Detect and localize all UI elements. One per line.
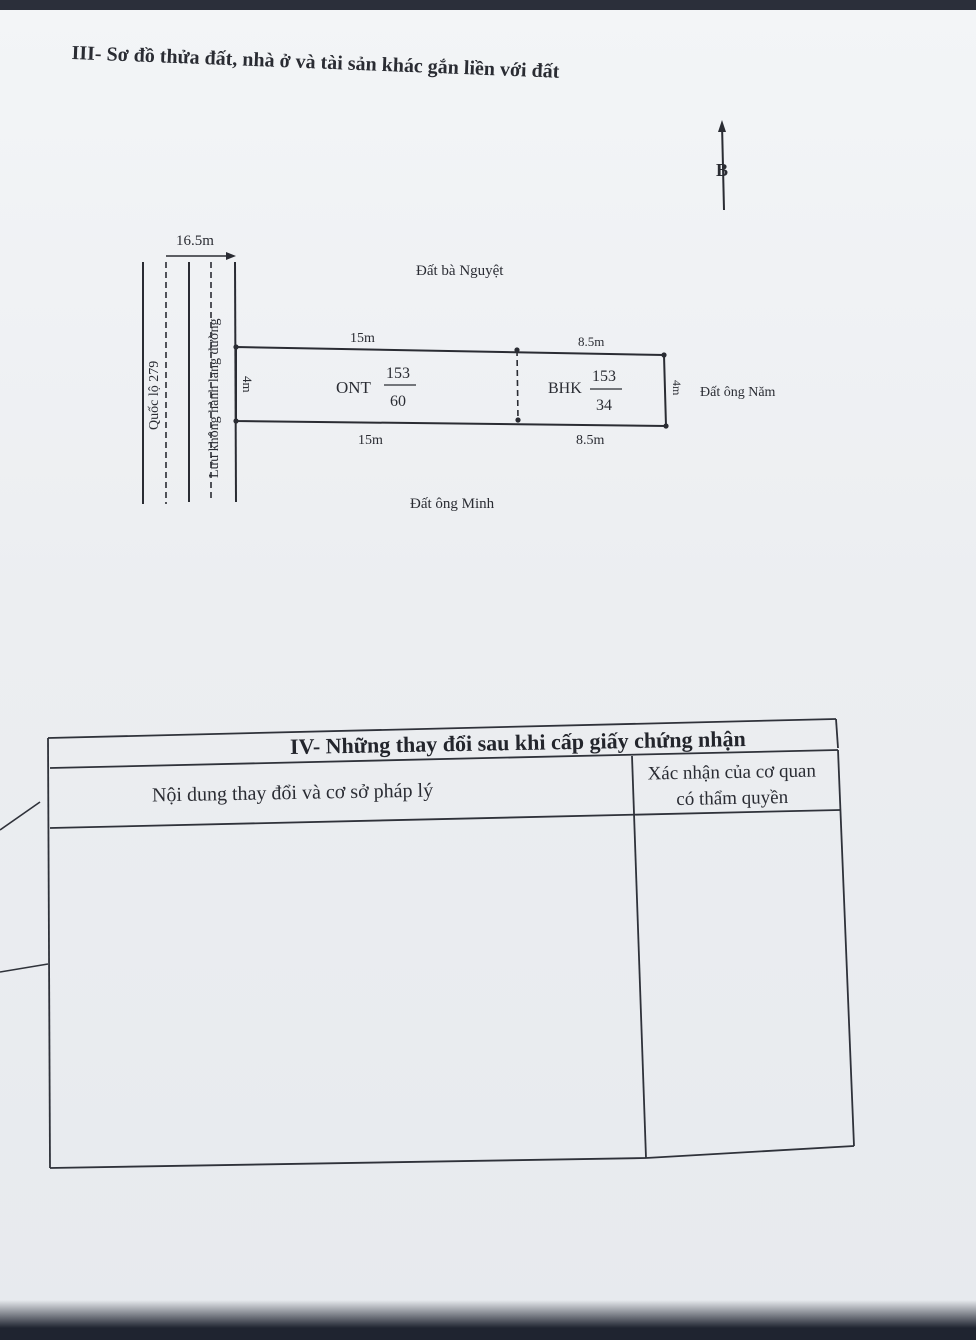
left-width-label: 4m bbox=[240, 376, 255, 393]
parcel-divider-line bbox=[516, 349, 519, 421]
changes-content-cell[interactable] bbox=[52, 830, 632, 1160]
road-label: Quốc lộ 279 bbox=[147, 361, 162, 430]
page-bottom-shadow bbox=[0, 1300, 976, 1340]
north-label: B bbox=[716, 160, 728, 180]
ont-type-label: ONT bbox=[336, 378, 372, 397]
corner-point bbox=[663, 423, 669, 429]
corridor-width-label: 16.5m bbox=[176, 233, 214, 249]
changes-table-grid bbox=[47, 718, 855, 1169]
corner-point bbox=[233, 344, 239, 350]
ont-area: 60 bbox=[390, 393, 406, 410]
neighbor-south-label: Đất ông Minh bbox=[410, 496, 495, 512]
ont-bottom-length: 15m bbox=[358, 433, 383, 448]
north-arrow-icon bbox=[718, 120, 726, 211]
corner-point bbox=[515, 417, 521, 423]
binding-mark bbox=[0, 801, 41, 831]
neighbor-east-label: Đất ông Năm bbox=[700, 385, 776, 400]
binding-mark bbox=[0, 963, 49, 973]
bhk-bottom-length: 8.5m bbox=[576, 433, 605, 448]
column-header-confirmation: Xác nhận của cơ quan có thẩm quyền bbox=[647, 760, 817, 810]
corridor-label: Lưu không hành lang đường bbox=[207, 319, 222, 478]
right-width-label: 4m bbox=[670, 380, 684, 396]
corner-point bbox=[661, 352, 667, 358]
bhk-parcel-number: 153 bbox=[592, 368, 616, 385]
ont-parcel-number: 153 bbox=[386, 365, 410, 382]
bhk-type-label: BHK bbox=[548, 380, 582, 397]
bhk-top-length: 8.5m bbox=[578, 334, 604, 349]
document-page bbox=[0, 10, 976, 1328]
parcel-boundary bbox=[235, 345, 668, 428]
bhk-area: 34 bbox=[596, 397, 612, 414]
neighbor-north-label: Đất bà Nguyệt bbox=[416, 263, 504, 279]
authority-confirmation-cell[interactable] bbox=[640, 814, 846, 1148]
ont-top-length: 15m bbox=[350, 331, 375, 346]
column-header-content: Nội dung thay đổi và cơ sở pháp lý bbox=[151, 779, 434, 807]
corner-point bbox=[514, 347, 520, 353]
corner-point bbox=[233, 418, 239, 424]
corridor-dimension bbox=[166, 252, 236, 260]
